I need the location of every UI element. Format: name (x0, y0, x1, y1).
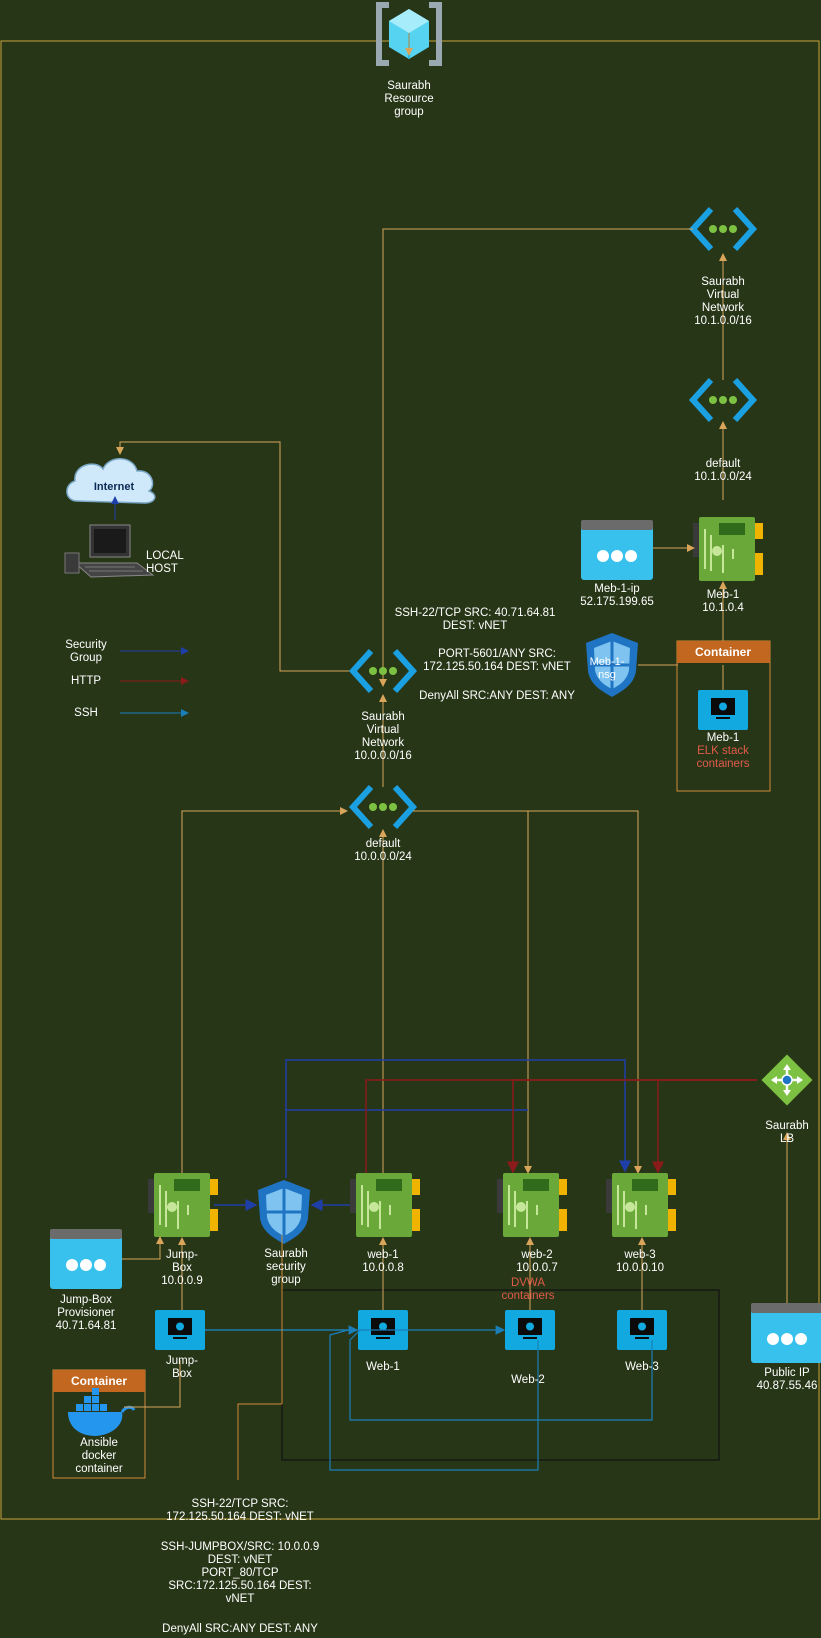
security-group-shield-icon (256, 1178, 312, 1246)
load-balancer-icon (761, 1054, 813, 1106)
public-ip-icon (751, 1303, 821, 1363)
bottom-rule-2: SSH-JUMPBOX/SRC: 10.0.0.9 DEST: vNET POR… (160, 1541, 320, 1605)
bottom-rule-3: DenyAll SRC:ANY DEST: ANY (162, 1623, 318, 1635)
web1-nic-label: web-1 10.0.0.8 (362, 1249, 404, 1274)
meb1-nic-label: Meb-1 10.1.0.4 (702, 589, 744, 614)
web3-vm-label: Web-3 (625, 1361, 659, 1373)
internet-label: Internet (93, 481, 135, 493)
dvwa-containers-label: DVWA containers (501, 1277, 555, 1302)
elk-stack-label: ELK stack containers (696, 745, 750, 770)
local-host-computer-icon (64, 524, 155, 578)
vnet2-icon (693, 209, 753, 249)
meb1-vm-icon (698, 690, 748, 730)
jumpbox-provisioner-label: Jump-Box Provisioner 40.71.64.81 (55, 1294, 117, 1332)
bottom-rule-1: SSH-22/TCP SRC: 172.125.50.164 DEST: vNE… (166, 1498, 314, 1523)
meb1-ip-label: Meb-1-ip 52.175.199.65 (580, 583, 654, 608)
meb1-nic-icon (692, 516, 764, 582)
meb1-nsg-label: Meb-1- nsg (589, 656, 625, 681)
meb1-ip-icon (581, 520, 653, 580)
legend-ssh-label: SSH (74, 707, 98, 719)
meb1-vm-label: Meb-1 (706, 732, 740, 744)
local-host-label: LOCAL HOST (146, 550, 184, 575)
ansible-docker-label: Ansible docker container (75, 1437, 123, 1475)
meb1-container-title: Container (694, 645, 752, 659)
web3-nic-label: web-3 10.0.0.10 (616, 1249, 664, 1274)
web1-vm-label: Web-1 (366, 1361, 400, 1373)
internet-cloud-icon (66, 458, 156, 504)
web2-nic-label: web-2 10.0.0.7 (516, 1249, 558, 1274)
web3-vm-icon (617, 1310, 667, 1350)
meb1-rule-2: PORT-5601/ANY SRC: 172.125.50.164 DEST: … (423, 648, 571, 673)
docker-whale-icon (68, 1388, 136, 1436)
web2-nic-icon (496, 1172, 568, 1238)
load-balancer-label: Saurabh LB (765, 1120, 809, 1145)
resource-group-icon (376, 2, 442, 66)
jumpbox-vm-label: Jump- Box (166, 1355, 198, 1380)
vnet1-subnet-icon (353, 787, 413, 827)
security-group-label: Saurabh security group (264, 1248, 308, 1286)
vnet2-subnet-icon (693, 380, 753, 420)
legend-http-label: HTTP (70, 675, 102, 687)
resource-group-label: Saurabh Resource group (384, 80, 434, 118)
legend-security-label: Security Group (65, 639, 107, 664)
vnet2-subnet-label: default 10.1.0.0/24 (694, 458, 752, 483)
jumpbox-provisioner-ip-icon (50, 1229, 122, 1289)
jumpbox-nic-icon (147, 1172, 219, 1238)
jumpbox-vm-icon (155, 1310, 205, 1350)
meb1-rule-1: SSH-22/TCP SRC: 40.71.64.81 DEST: vNET (394, 607, 556, 632)
vnet1-label: Saurabh Virtual Network 10.0.0.0/16 (354, 711, 412, 762)
web1-nic-icon (349, 1172, 421, 1238)
vnet2-label: Saurabh Virtual Network 10.1.0.0/16 (694, 276, 752, 327)
web2-vm-label: Web-2 (511, 1374, 545, 1386)
meb1-rule-3: DenyAll SRC:ANY DEST: ANY (419, 690, 575, 702)
web2-vm-icon (505, 1310, 555, 1350)
web3-nic-icon (605, 1172, 677, 1238)
jumpbox-container-title: Container (70, 1374, 128, 1388)
resource-group-frame (0, 40, 820, 1520)
vnet1-subnet-label: default 10.0.0.0/24 (354, 838, 412, 863)
jumpbox-nic-label: Jump- Box 10.0.0.9 (161, 1249, 203, 1287)
public-ip-label: Public IP 40.87.55.46 (756, 1367, 818, 1392)
